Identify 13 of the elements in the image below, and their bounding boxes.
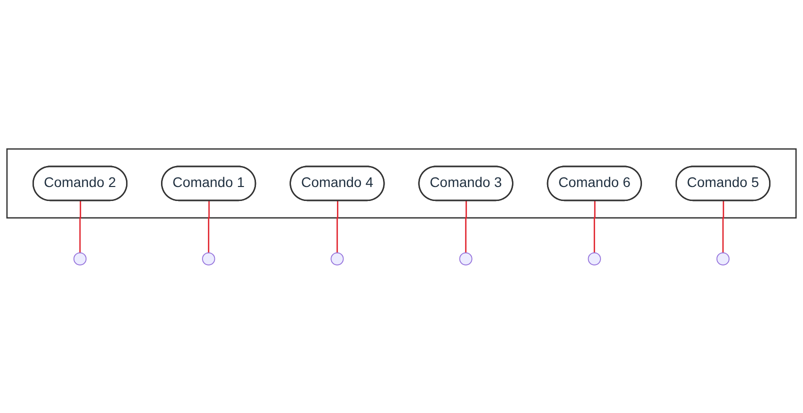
node-circle bbox=[202, 252, 216, 265]
connector bbox=[336, 200, 338, 253]
connector bbox=[465, 200, 467, 253]
connector bbox=[79, 200, 82, 253]
connector bbox=[208, 200, 210, 253]
node-circle bbox=[330, 252, 344, 265]
node-circle bbox=[716, 252, 730, 265]
node-circle bbox=[73, 252, 87, 265]
node-circle bbox=[588, 252, 601, 265]
node-circle bbox=[459, 252, 472, 265]
cluster bbox=[6, 148, 797, 218]
connector bbox=[722, 200, 724, 253]
connector bbox=[594, 200, 596, 253]
